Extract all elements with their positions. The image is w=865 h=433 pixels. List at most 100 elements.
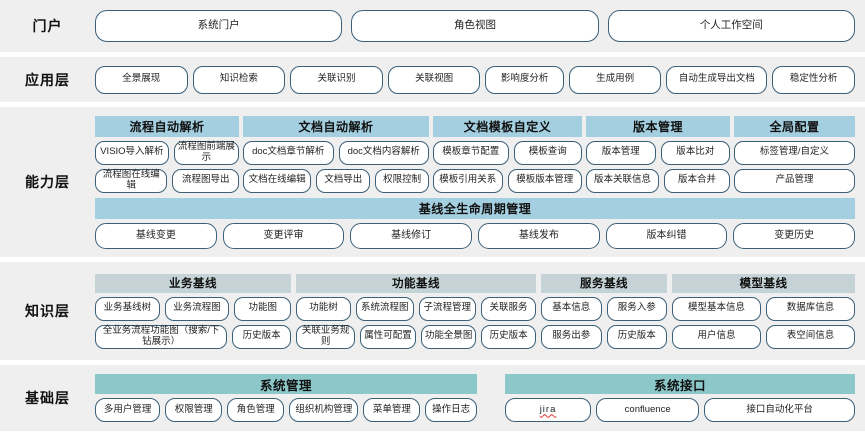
- know-item-function-panorama[interactable]: 功能全景图: [420, 324, 477, 349]
- portal-item-personal-workspace[interactable]: 个人工作空间: [607, 10, 855, 42]
- capability-group-version-mgmt: 版本管理 版本管理 版本比对 版本关联信息 版本合并: [586, 115, 730, 193]
- know-item-full-business-process-function-chart[interactable]: 全业务流程功能图（搜索/下钻展示）: [95, 324, 228, 349]
- lifecycle-item-baseline-release[interactable]: 基线发布: [478, 222, 600, 249]
- cap-item-template-chapter-config[interactable]: 模板章节配置: [433, 140, 509, 165]
- cap-item-version-compare[interactable]: 版本比对: [660, 140, 730, 165]
- knowledge-group-model-baseline: 模型基线 模型基本信息 数据库信息 用户信息 表空间信息: [672, 273, 855, 349]
- portal-item-role-view[interactable]: 角色视图: [351, 10, 599, 42]
- layer-body-capability: 流程自动解析 VISIO导入解析 流程图前端展示 流程图在线编辑 流程图导出: [95, 115, 865, 249]
- group-header-service-baseline: 服务基线: [541, 273, 667, 293]
- cap-item-flowchart-online-edit[interactable]: 流程图在线编辑: [95, 168, 168, 193]
- app-item-generate-case[interactable]: 生成用例: [568, 65, 662, 94]
- know-item-history-version[interactable]: 历史版本: [481, 324, 536, 349]
- base-item-confluence[interactable]: confluence: [596, 398, 700, 422]
- cap-item-template-version-mgmt[interactable]: 模板版本管理: [507, 168, 582, 193]
- base-item-permission-management[interactable]: 权限管理: [165, 398, 223, 422]
- know-item-basic-info[interactable]: 基本信息: [541, 296, 602, 321]
- base-item-org-structure-management[interactable]: 组织机构管理: [289, 398, 359, 422]
- know-item-function-chart[interactable]: 功能图: [234, 296, 291, 321]
- layer-body-knowledge: 业务基线 业务基线树 业务流程图 功能图 全业务流程功能图（搜索/下钻展示） 历…: [95, 273, 865, 349]
- group-header-global-config: 全局配置: [734, 115, 855, 137]
- knowledge-group-function-baseline: 功能基线 功能树 系统流程图 子流程管理 关联服务 关联业务规则 属性可配置 功…: [296, 273, 536, 349]
- group-rows-global-config: 标签管理/自定义 产品管理: [734, 140, 855, 193]
- know-item-user-info[interactable]: 用户信息: [672, 324, 761, 349]
- know-item-system-flowchart[interactable]: 系统流程图: [356, 296, 414, 321]
- know-item-business-flowchart[interactable]: 业务流程图: [164, 296, 230, 321]
- cap-item-doc-export[interactable]: 文档导出: [316, 168, 371, 193]
- base-item-interface-automation-platform[interactable]: 接口自动化平台: [704, 398, 855, 422]
- group-header-model-baseline: 模型基线: [672, 273, 855, 293]
- capability-groups: 流程自动解析 VISIO导入解析 流程图前端展示 流程图在线编辑 流程图导出: [95, 115, 855, 193]
- capability-row: VISIO导入解析 流程图前端展示: [95, 140, 239, 165]
- app-item-knowledge-search[interactable]: 知识检索: [192, 65, 286, 94]
- capability-row: 版本管理 版本比对: [586, 140, 730, 165]
- app-item-stability-analysis[interactable]: 稳定性分析: [772, 65, 855, 94]
- cap-item-version-merge[interactable]: 版本合并: [663, 168, 730, 193]
- know-item-history-version[interactable]: 历史版本: [232, 324, 291, 349]
- cap-item-permission-control[interactable]: 权限控制: [375, 168, 429, 193]
- group-header-doc-parsing: 文档自动解析: [243, 115, 429, 137]
- jira-label: jira: [539, 403, 557, 415]
- know-item-subprocess-management[interactable]: 子流程管理: [418, 296, 476, 321]
- know-item-function-tree[interactable]: 功能树: [296, 296, 352, 321]
- base-item-menu-management[interactable]: 菜单管理: [363, 398, 421, 422]
- cap-item-doc-online-edit[interactable]: 文档在线编辑: [243, 168, 312, 193]
- know-item-database-info[interactable]: 数据库信息: [766, 296, 855, 321]
- lifecycle-item-baseline-change[interactable]: 基线变更: [95, 222, 217, 249]
- cap-item-flowchart-frontend-display[interactable]: 流程图前端展示: [173, 140, 239, 165]
- cap-item-version-relation-info[interactable]: 版本关联信息: [586, 168, 659, 193]
- base-item-role-management[interactable]: 角色管理: [227, 398, 285, 422]
- know-item-business-baseline-tree[interactable]: 业务基线树: [95, 296, 160, 321]
- group-rows-version-mgmt: 版本管理 版本比对 版本关联信息 版本合并: [586, 140, 730, 193]
- app-item-relation-recognition[interactable]: 关联识别: [290, 65, 383, 94]
- cap-item-flowchart-export[interactable]: 流程图导出: [172, 168, 239, 193]
- knowledge-row: 基本信息 服务入参: [541, 296, 667, 321]
- baseline-lifecycle-row: 基线变更 变更评审 基线修订 基线发布 版本纠错 变更历史: [95, 222, 856, 249]
- know-item-service-output-param[interactable]: 服务出参: [541, 324, 602, 349]
- base-item-operation-log[interactable]: 操作日志: [425, 398, 477, 422]
- cap-item-doc-content-parse[interactable]: doc文档内容解析: [338, 140, 429, 165]
- knowledge-row: 关联业务规则 属性可配置 功能全景图 历史版本: [296, 324, 536, 349]
- foundation-group-system-management: 系统管理 多用户管理 权限管理 角色管理 组织机构管理 菜单管理 操作日志: [95, 374, 477, 422]
- cap-item-doc-chapter-parse[interactable]: doc文档章节解析: [243, 140, 334, 165]
- app-item-auto-export-doc[interactable]: 自动生成导出文档: [666, 65, 768, 94]
- layer-capability: 能力层 流程自动解析 VISIO导入解析 流程图前端展示 流程图在线编辑 流程图…: [0, 107, 865, 257]
- knowledge-groups: 业务基线 业务基线树 业务流程图 功能图 全业务流程功能图（搜索/下钻展示） 历…: [95, 273, 855, 349]
- capability-row: 模板引用关系 模板版本管理: [433, 168, 582, 193]
- cap-item-template-query[interactable]: 模板查询: [513, 140, 582, 165]
- cap-item-product-management[interactable]: 产品管理: [734, 168, 855, 193]
- portal-item-system-portal[interactable]: 系统门户: [95, 10, 343, 42]
- group-rows-model-baseline: 模型基本信息 数据库信息 用户信息 表空间信息: [672, 296, 855, 349]
- layer-portal: 门户 系统门户 角色视图 个人工作空间: [0, 0, 865, 52]
- lifecycle-item-baseline-revision[interactable]: 基线修订: [350, 222, 473, 249]
- layer-knowledge: 知识层 业务基线 业务基线树 业务流程图 功能图 全业务流程功能图（搜索/下钻展…: [0, 262, 865, 360]
- cap-item-template-reference-relation[interactable]: 模板引用关系: [433, 168, 503, 193]
- know-item-service-input-param[interactable]: 服务入参: [606, 296, 667, 321]
- cap-item-version-management[interactable]: 版本管理: [586, 140, 656, 165]
- group-rows-doc-parsing: doc文档章节解析 doc文档内容解析 文档在线编辑 文档导出 权限控制: [243, 140, 429, 193]
- lifecycle-item-version-correction[interactable]: 版本纠错: [605, 222, 728, 249]
- know-item-model-basic-info[interactable]: 模型基本信息: [672, 296, 761, 321]
- foundation-row: 多用户管理 权限管理 角色管理 组织机构管理 菜单管理 操作日志: [95, 398, 477, 422]
- layer-body-foundation: 系统管理 多用户管理 权限管理 角色管理 组织机构管理 菜单管理 操作日志: [95, 374, 865, 422]
- app-item-panorama[interactable]: 全景展现: [95, 65, 188, 94]
- base-item-jira[interactable]: jira: [505, 398, 592, 422]
- layer-foundation: 基础层 系统管理 多用户管理 权限管理 角色管理 组织机构管理 菜单管理 操作日…: [0, 365, 865, 431]
- cap-item-tag-management-custom[interactable]: 标签管理/自定义: [734, 140, 855, 165]
- lifecycle-item-change-history[interactable]: 变更历史: [733, 222, 856, 249]
- know-item-related-service[interactable]: 关联服务: [480, 296, 536, 321]
- lifecycle-item-change-review[interactable]: 变更评审: [222, 222, 345, 249]
- group-header-system-interface: 系统接口: [505, 374, 855, 394]
- group-rows-process-parsing: VISIO导入解析 流程图前端展示 流程图在线编辑 流程图导出: [95, 140, 239, 193]
- knowledge-row: 功能树 系统流程图 子流程管理 关联服务: [296, 296, 536, 321]
- app-item-relation-view[interactable]: 关联视图: [387, 65, 481, 94]
- base-item-multi-user-management[interactable]: 多用户管理: [95, 398, 161, 422]
- group-rows-service-baseline: 基本信息 服务入参 服务出参 历史版本: [541, 296, 667, 349]
- know-item-tablespace-info[interactable]: 表空间信息: [766, 324, 855, 349]
- app-item-impact-analysis[interactable]: 影响度分析: [485, 65, 564, 94]
- know-item-history-version[interactable]: 历史版本: [606, 324, 667, 349]
- know-item-related-business-rule[interactable]: 关联业务规则: [296, 324, 356, 349]
- cap-item-visio-import-parse[interactable]: VISIO导入解析: [95, 140, 169, 165]
- know-item-attribute-configurable[interactable]: 属性可配置: [360, 324, 416, 349]
